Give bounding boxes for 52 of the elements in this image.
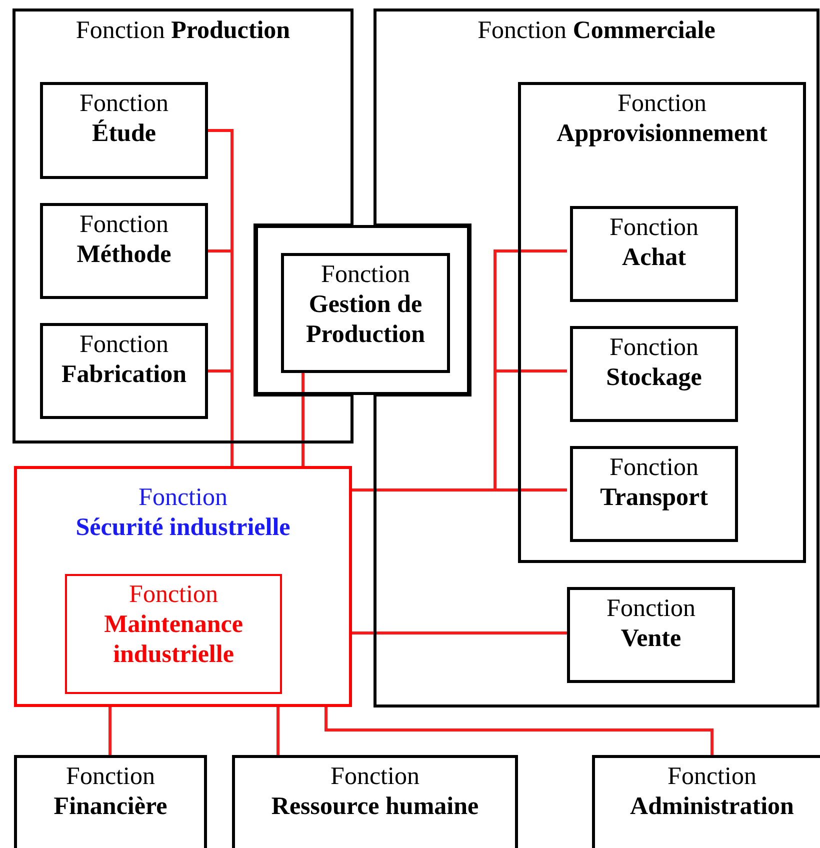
- function-label: Fonction: [80, 210, 168, 240]
- function-box: [65, 574, 282, 694]
- function-name: Administration: [629, 792, 795, 822]
- function-label: Fonction: [610, 213, 698, 243]
- connector-line: [108, 707, 112, 755]
- function-label: Fonction: [129, 580, 218, 610]
- function-box: [40, 323, 208, 419]
- department-title: Fonction Commerciale: [478, 16, 716, 46]
- function-name: Sécurité industrielle: [74, 513, 292, 543]
- function-name: Fabrication: [60, 360, 188, 390]
- function-name: Méthode: [76, 240, 172, 270]
- function-label: Fonction: [321, 260, 410, 290]
- function-box: [14, 755, 207, 848]
- function-name: Maintenance industrielle: [103, 610, 244, 670]
- function-label: Fonction: [618, 89, 706, 119]
- function-name: Étude: [91, 119, 157, 149]
- function-name: Stockage: [605, 363, 703, 393]
- box-frame: [255, 225, 470, 395]
- function-label: Fonction: [610, 453, 698, 483]
- function-name: Transport: [599, 483, 709, 513]
- function-label: Fonction: [138, 483, 228, 513]
- function-box: [281, 253, 450, 373]
- function-box: [592, 755, 820, 848]
- function-name: Ressource humaine: [270, 792, 480, 822]
- connector-line: [324, 707, 714, 755]
- connector-line: [302, 370, 304, 466]
- connector-line: [276, 707, 280, 755]
- function-box: [40, 82, 208, 179]
- function-label: Fonction: [610, 333, 698, 363]
- function-box: [14, 466, 352, 707]
- function-label: Fonction: [66, 762, 155, 792]
- function-name: Gestion de Production: [305, 290, 426, 350]
- function-box: [570, 326, 738, 422]
- connector-line: [208, 370, 234, 466]
- function-box: [40, 203, 208, 299]
- function-box: [232, 755, 518, 848]
- function-box: [567, 587, 735, 683]
- connector-line: [352, 632, 567, 634]
- function-name: Vente: [620, 624, 682, 654]
- department-title: Fonction Production: [76, 16, 290, 46]
- function-name: Approvisionnement: [556, 119, 768, 149]
- function-label: Fonction: [668, 762, 756, 792]
- function-box: [570, 446, 738, 542]
- function-box: [570, 206, 738, 302]
- function-label: Fonction: [80, 89, 168, 119]
- function-name: Financière: [52, 792, 168, 822]
- function-label: Fonction: [330, 762, 420, 792]
- function-box: [518, 82, 806, 563]
- function-label: Fonction: [80, 330, 168, 360]
- function-label: Fonction: [606, 594, 696, 624]
- connector-line: [352, 488, 567, 492]
- function-name: Achat: [621, 243, 687, 273]
